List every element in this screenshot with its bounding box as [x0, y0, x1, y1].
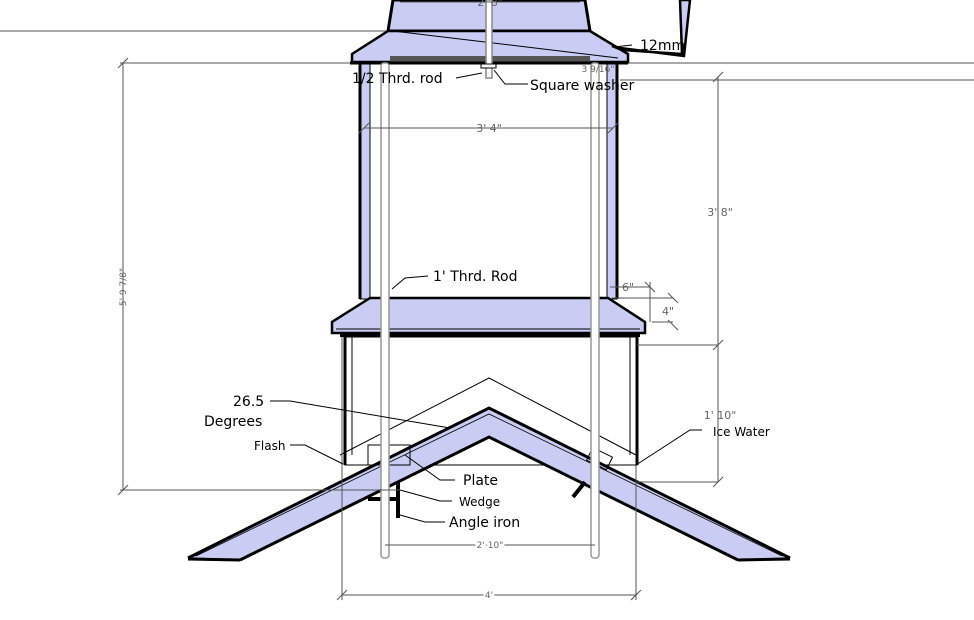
label-one-rod: 1' Thrd. Rod	[433, 269, 517, 285]
dim-upper-height: 3' 8"	[707, 206, 733, 219]
square-washer	[480, 63, 497, 69]
dim-overall-height: 5' 9 7/8"	[119, 268, 129, 306]
label-12mm: 12mm	[640, 38, 685, 54]
label-angle-unit: Degrees	[204, 414, 262, 430]
dim-base-width: 4'	[485, 591, 493, 601]
label-angle-value: 26.5	[233, 394, 264, 410]
label-square-washer: Square washer	[530, 78, 635, 94]
label-wedge: Wedge	[459, 495, 500, 509]
dim-body-width: 3' 4"	[476, 122, 502, 135]
label-half-rod: 1/2 Thrd. rod	[352, 71, 443, 87]
dim-small-gap: 3 9/16"	[582, 65, 615, 75]
dim-overhang: 6"	[622, 281, 634, 294]
dim-lower-height: 1' 10"	[704, 409, 737, 422]
leader-lines	[270, 44, 702, 523]
dim-cap-height: 4"	[662, 305, 674, 318]
threaded-rod-right	[590, 62, 600, 559]
wedge	[396, 482, 400, 518]
dim-top-width: 2' 8"	[477, 0, 503, 9]
label-ice-water: Ice Water	[713, 425, 770, 439]
threaded-rod-left	[380, 62, 390, 559]
middle-cap	[330, 296, 647, 335]
label-flash: Flash	[254, 439, 285, 453]
dimension-lines	[117, 1, 724, 601]
dim-rod-spacing: 2' 10"	[477, 541, 504, 551]
half-inch-rod	[485, 0, 493, 79]
label-plate: Plate	[463, 473, 498, 489]
label-angle-iron: Angle iron	[449, 515, 520, 531]
